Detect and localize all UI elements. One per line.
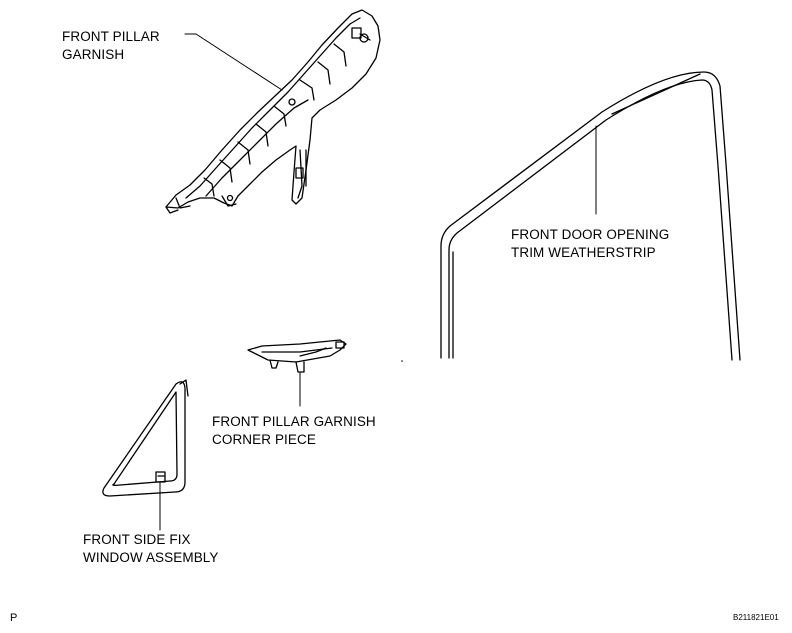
label-line: TRIM WEATHERSTRIP (511, 245, 656, 260)
front-door-opening-trim-weatherstrip-part (440, 71, 741, 361)
label-front-pillar-garnish: FRONT PILLAR GARNISH (62, 28, 160, 64)
figure-id-code: B211821E01 (733, 613, 779, 622)
front-pillar-garnish-part (165, 9, 381, 214)
label-line: FRONT PILLAR (62, 29, 160, 44)
label-front-side-fix-window-assembly: FRONT SIDE FIX WINDOW ASSEMBLY (83, 531, 219, 567)
figure-code-left: P (10, 612, 18, 624)
label-line: FRONT SIDE FIX (83, 532, 191, 547)
label-front-pillar-garnish-corner-piece: FRONT PILLAR GARNISH CORNER PIECE (212, 413, 376, 449)
label-front-door-opening-trim-weatherstrip: FRONT DOOR OPENING TRIM WEATHERSTRIP (511, 226, 669, 262)
leader-front-pillar-garnish (184, 33, 283, 91)
front-side-fix-window-assembly-part (102, 379, 189, 497)
front-pillar-garnish-corner-piece-part (247, 339, 347, 373)
label-line: WINDOW ASSEMBLY (83, 550, 219, 565)
label-line: FRONT DOOR OPENING (511, 227, 670, 242)
label-line: FRONT PILLAR GARNISH (212, 414, 376, 429)
label-line: CORNER PIECE (212, 432, 316, 447)
label-line: GARNISH (62, 47, 125, 62)
